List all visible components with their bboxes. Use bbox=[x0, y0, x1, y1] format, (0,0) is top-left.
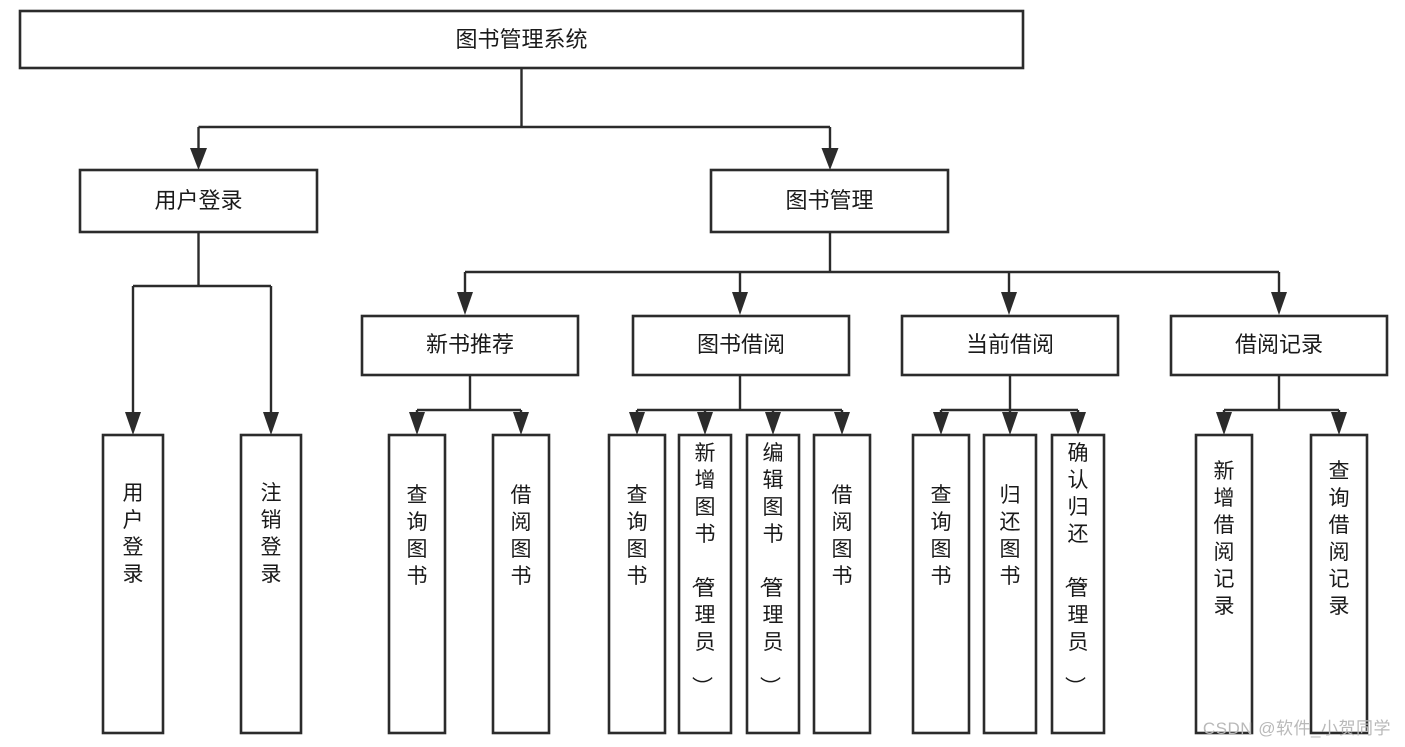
arrow-head-icon bbox=[732, 292, 748, 315]
arrow-head-icon bbox=[125, 412, 141, 435]
node-new-book-recommend-label: 新书推荐 bbox=[426, 332, 514, 357]
leaf-current-borrow-3[interactable]: 确认归还（管理员） bbox=[1050, 433, 1106, 735]
arrow-head-icon bbox=[1216, 412, 1232, 435]
node-borrow-record-label: 借阅记录 bbox=[1235, 332, 1323, 357]
node-user-login-label: 用户登录 bbox=[154, 188, 242, 213]
leaf-book-borrow-4[interactable]: 借阅图书 bbox=[812, 433, 872, 735]
arrow-head-icon bbox=[697, 412, 713, 435]
leaf-box[interactable] bbox=[1194, 433, 1254, 735]
leaf-book-borrow-1[interactable]: 查询图书 bbox=[607, 433, 667, 735]
leaf-book-borrow-2[interactable]: 新增图书（管理员） bbox=[677, 433, 733, 735]
arrow-head-icon bbox=[1070, 412, 1086, 435]
leaf-label-vertical: 查询图书 bbox=[931, 484, 952, 588]
arrow-head-icon bbox=[190, 148, 207, 170]
arrow-head-icon bbox=[765, 412, 781, 435]
node-book-borrow[interactable]: 图书借阅 bbox=[631, 314, 851, 377]
arrow-head-icon bbox=[1001, 292, 1017, 315]
node-book-management[interactable]: 图书管理 bbox=[709, 168, 950, 234]
arrow-head-icon bbox=[834, 412, 850, 435]
leaf-current-borrow-1[interactable]: 查询图书 bbox=[911, 433, 971, 735]
arrow-head-icon bbox=[513, 412, 529, 435]
arrow-head-icon bbox=[409, 412, 425, 435]
leaf-box[interactable] bbox=[745, 433, 801, 735]
csdn-watermark: CSDN @软件_小贺同学 bbox=[1202, 719, 1391, 738]
leaf-new-book-2[interactable]: 借阅图书 bbox=[491, 433, 551, 735]
arrow-head-icon bbox=[263, 412, 279, 435]
node-root[interactable]: 图书管理系统 bbox=[18, 9, 1025, 70]
leaf-label-vertical: 新增借阅记录 bbox=[1214, 460, 1235, 618]
leaf-label-vertical: 用户登录 bbox=[123, 482, 144, 586]
leaf-label-vertical: 查询图书 bbox=[407, 484, 428, 588]
arrow-head-icon bbox=[821, 148, 839, 170]
leaf-label-vertical: 查询借阅记录 bbox=[1329, 460, 1350, 618]
connector-group-record-to-leaves bbox=[1216, 375, 1347, 435]
leaf-label-vertical: 新增图书（管理员） bbox=[690, 442, 716, 697]
connector-group-level2-book-to-level3 bbox=[457, 232, 1287, 315]
leaf-box[interactable] bbox=[677, 433, 733, 735]
leaf-user-login-2[interactable]: 注销登录 bbox=[239, 433, 303, 735]
leaf-label-vertical: 借阅图书 bbox=[511, 484, 532, 588]
leaf-box[interactable] bbox=[387, 433, 447, 735]
leaf-box[interactable] bbox=[1050, 433, 1106, 735]
leaf-current-borrow-2[interactable]: 归还图书 bbox=[982, 433, 1038, 735]
leaf-box[interactable] bbox=[491, 433, 551, 735]
arrow-head-icon bbox=[1002, 412, 1018, 435]
node-book-management-box[interactable] bbox=[709, 168, 950, 234]
leaf-user-login-1[interactable]: 用户登录 bbox=[101, 433, 165, 735]
leaf-box[interactable] bbox=[812, 433, 872, 735]
leaf-label-vertical: 确认归还（管理员） bbox=[1063, 442, 1089, 697]
arrow-head-icon bbox=[629, 412, 645, 435]
node-current-borrow-box[interactable] bbox=[900, 314, 1120, 377]
connector-group-borrow-to-leaves bbox=[629, 375, 850, 435]
arrow-head-icon bbox=[1271, 292, 1287, 315]
leaf-box[interactable] bbox=[239, 433, 303, 735]
node-new-book-recommend-box[interactable] bbox=[360, 314, 580, 377]
leaf-label-vertical: 归还图书 bbox=[1000, 484, 1021, 588]
node-root-label: 图书管理系统 bbox=[455, 27, 587, 52]
node-current-borrow[interactable]: 当前借阅 bbox=[900, 314, 1120, 377]
connector-group-root-to-level2 bbox=[190, 68, 839, 170]
leaf-label-vertical: 借阅图书 bbox=[832, 484, 853, 588]
arrow-head-icon bbox=[1331, 412, 1347, 435]
node-book-borrow-box[interactable] bbox=[631, 314, 851, 377]
leaf-book-borrow-3[interactable]: 编辑图书（管理员） bbox=[745, 433, 801, 735]
node-book-borrow-label: 图书借阅 bbox=[697, 332, 785, 357]
node-root-box[interactable] bbox=[18, 9, 1025, 70]
leaf-new-book-1[interactable]: 查询图书 bbox=[387, 433, 447, 735]
leaf-label-vertical: 编辑图书（管理员） bbox=[758, 442, 784, 697]
leaf-box[interactable] bbox=[982, 433, 1038, 735]
node-book-management-label: 图书管理 bbox=[785, 188, 873, 213]
leaf-box[interactable] bbox=[911, 433, 971, 735]
connector-group-level2-user-to-leaves bbox=[125, 232, 279, 435]
leaf-borrow-record-1[interactable]: 新增借阅记录 bbox=[1194, 433, 1254, 735]
connector-group-current-to-leaves bbox=[933, 375, 1086, 435]
arrow-head-icon bbox=[457, 292, 473, 315]
node-user-login-box[interactable] bbox=[78, 168, 319, 234]
arrow-head-icon bbox=[933, 412, 949, 435]
leaf-label-vertical: 查询图书 bbox=[627, 484, 648, 588]
leaf-label-vertical: 注销登录 bbox=[261, 482, 282, 586]
node-new-book-recommend[interactable]: 新书推荐 bbox=[360, 314, 580, 377]
leaf-box[interactable] bbox=[1309, 433, 1369, 735]
connector-group-newbook-to-leaves bbox=[409, 375, 529, 435]
leaf-box[interactable] bbox=[101, 433, 165, 735]
node-borrow-record-box[interactable] bbox=[1169, 314, 1389, 377]
node-current-borrow-label: 当前借阅 bbox=[966, 332, 1054, 357]
leaf-box[interactable] bbox=[607, 433, 667, 735]
node-user-login[interactable]: 用户登录 bbox=[78, 168, 319, 234]
leaf-borrow-record-2[interactable]: 查询借阅记录 bbox=[1309, 433, 1369, 735]
node-borrow-record[interactable]: 借阅记录 bbox=[1169, 314, 1389, 377]
